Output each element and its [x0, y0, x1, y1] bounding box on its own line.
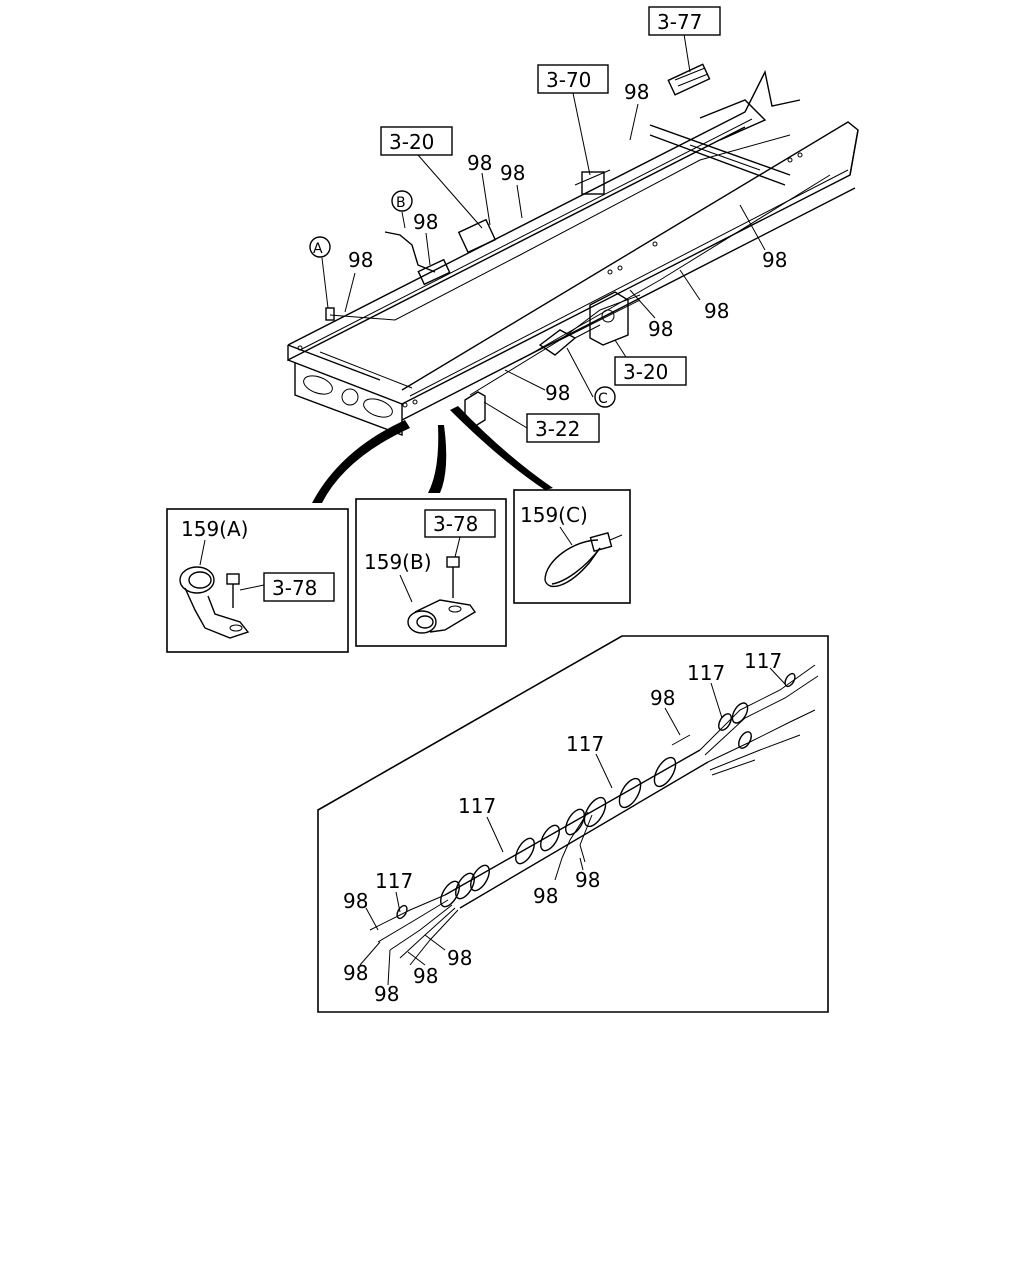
detail-box-clip-b: 3-78 159(B): [355, 498, 507, 647]
marker-a: A: [313, 241, 323, 257]
part-98-label: 98: [533, 884, 558, 908]
part-98-label: 98: [575, 868, 600, 892]
part-98-label: 98: [624, 80, 649, 104]
connector-block-3-77: [667, 63, 711, 96]
bolt-b: [446, 556, 460, 598]
detail-box-clip-a: 159(A) 3-78: [166, 508, 349, 653]
grommet: [653, 756, 677, 788]
grommet: [455, 872, 475, 900]
harness-detail-frame: [317, 635, 829, 1013]
connector-b: [384, 231, 451, 286]
leader-lines: [321, 33, 766, 429]
bracket-3-70: [574, 169, 611, 195]
bracket-3-20-top: [457, 218, 497, 254]
connector-c: [538, 324, 601, 356]
bracket-3-20-right: [589, 291, 629, 346]
grommet: [784, 672, 796, 688]
part-117-label: 117: [687, 661, 725, 685]
chassis-frame: [287, 69, 859, 437]
part-117-label: 117: [566, 732, 604, 756]
detail-sweep-c: [450, 406, 553, 490]
part-98-label: 98: [343, 961, 368, 985]
part-98-label: 98: [762, 248, 787, 272]
grommet: [470, 864, 490, 892]
ref-3-22: 3-22: [535, 417, 580, 441]
p-clamp-b: [407, 599, 477, 634]
grommet: [583, 796, 607, 828]
grommet: [731, 702, 749, 724]
grommet: [618, 777, 642, 809]
ref-3-20-top: 3-20: [389, 130, 434, 154]
part-98-label: 98: [413, 210, 438, 234]
part-98-label: 98: [650, 686, 675, 710]
marker-c: C: [598, 391, 608, 407]
part-98-label: 98: [348, 248, 373, 272]
part-98-label: 98: [467, 151, 492, 175]
part-98-label: 98: [447, 946, 472, 970]
grommet: [440, 880, 460, 908]
grommet: [718, 713, 732, 731]
part-117-label: 117: [744, 649, 782, 673]
ref-3-78-b: 3-78: [433, 512, 478, 536]
part-117-label: 117: [458, 794, 496, 818]
part-98-label: 98: [648, 317, 673, 341]
clip-b-label: 159(B): [364, 550, 432, 574]
detail-sweep-b: [428, 425, 447, 493]
ref-3-78-a: 3-78: [272, 576, 317, 600]
part-98-label: 98: [500, 161, 525, 185]
part-117-label: 117: [375, 869, 413, 893]
p-clamp-a: [179, 566, 250, 639]
detail-box-clip-c: 159(C): [513, 489, 631, 604]
part-98-label: 98: [413, 964, 438, 988]
clip-a-label: 159(A): [181, 517, 248, 541]
harness-leaders: [359, 667, 786, 986]
grommet: [738, 731, 752, 749]
grommet: [396, 904, 408, 920]
connector-a: [325, 307, 335, 321]
ref-3-77: 3-77: [657, 10, 702, 34]
part-98-label: 98: [704, 299, 729, 323]
bolt-a: [226, 573, 265, 608]
grommet: [565, 808, 585, 836]
clip-c-label: 159(C): [520, 503, 588, 527]
ref-3-70: 3-70: [546, 68, 591, 92]
wire-harness: [369, 664, 819, 966]
part-98-label: 98: [343, 889, 368, 913]
part-98-label: 98: [374, 982, 399, 1006]
cable-tie-c: [544, 532, 623, 588]
part-98-label: 98: [545, 381, 570, 405]
grommet: [540, 824, 560, 852]
grommet: [515, 837, 535, 865]
marker-b: B: [396, 195, 406, 211]
ref-3-20-right: 3-20: [623, 360, 668, 384]
detail-sweep-a: [312, 420, 410, 503]
